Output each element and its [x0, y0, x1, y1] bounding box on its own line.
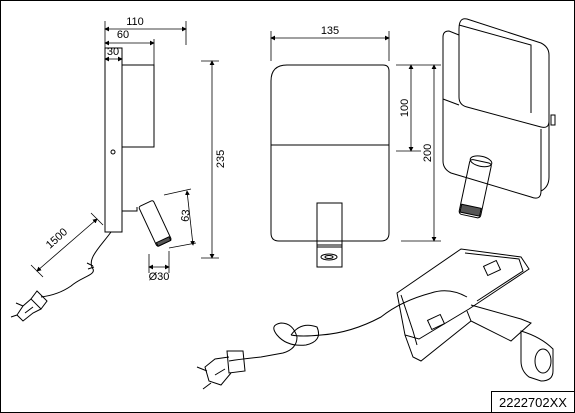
side-wall-plate [104, 47, 123, 233]
front-back-plate [270, 144, 390, 242]
dim-spot-length: 63 [179, 209, 192, 222]
dim-side-mid-width: 60 [117, 29, 129, 41]
front-spot-head [316, 244, 343, 268]
side-dimensions [30, 21, 219, 278]
dim-side-total-width: 110 [126, 16, 144, 28]
tilted-view [228, 248, 554, 382]
product-code: 2222702XX [499, 394, 567, 410]
dim-front-total-height: 200 [422, 144, 434, 162]
product-code-label: 2222702XX [491, 391, 575, 413]
front-dimensions [270, 31, 441, 242]
persp-back-plate [442, 99, 542, 199]
screw-icon [110, 149, 116, 155]
front-upper-housing [270, 64, 390, 146]
tilted-cable [290, 290, 468, 337]
front-spot-body [316, 202, 343, 248]
switch-icon [426, 313, 446, 331]
persp-switch-icon [550, 114, 556, 126]
front-spot-lens [320, 253, 338, 261]
switch-icon [482, 259, 502, 277]
dim-spot-diameter: Ø30 [149, 271, 170, 283]
dim-front-upper-height: 100 [399, 99, 411, 117]
side-spot-head [138, 200, 172, 247]
persp-spot [458, 155, 493, 219]
dim-side-plate-width: 30 [107, 46, 119, 58]
tilted-housing-top [396, 248, 530, 340]
plug-icon [196, 350, 246, 390]
cable-knot [228, 322, 320, 362]
spot-arm [122, 207, 138, 212]
tilted-spot [520, 330, 554, 382]
dim-cable-length: 1500 [44, 226, 70, 251]
dim-side-height: 235 [215, 150, 227, 168]
persp-upper-housing [458, 18, 550, 128]
dim-front-width: 135 [321, 25, 339, 37]
plug-icon [10, 290, 48, 322]
side-view [40, 47, 172, 298]
tilted-spot-lens [534, 348, 552, 374]
perspective-view [442, 18, 556, 219]
front-view [270, 64, 390, 268]
side-upper-housing [121, 64, 155, 148]
